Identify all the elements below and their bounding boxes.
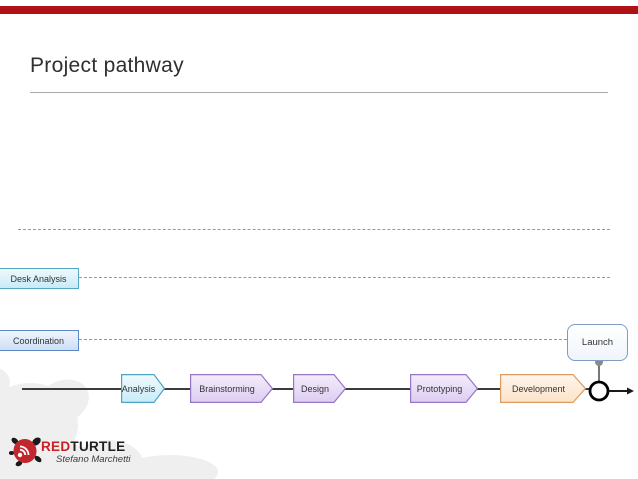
launch-milestone: Launch (567, 324, 628, 361)
launch-connector-line (598, 364, 600, 382)
top-accent-bar (0, 6, 638, 14)
lane-line-desk-analysis (79, 277, 610, 278)
launch-label: Launch (581, 337, 614, 348)
desk-analysis-label: Desk Analysis (10, 273, 67, 284)
stage-prototyping-label: Prototyping (416, 383, 463, 394)
stage-prototyping: Prototyping (410, 374, 478, 403)
stage-prototyping-shape (410, 374, 478, 403)
stage-development-shape (500, 374, 586, 403)
milestone-circle (588, 380, 634, 402)
title-divider (30, 92, 608, 93)
redturtle-logo-icon (9, 437, 42, 467)
stage-analysis-label: Analysis (121, 383, 156, 394)
lane-divider-top (18, 229, 610, 230)
stage-brainstorming-shape (190, 374, 273, 403)
redturtle-wordmark: REDTURTLE (41, 439, 125, 454)
brand-red-text: RED (41, 439, 71, 454)
stage-brainstorming: Brainstorming (190, 374, 273, 403)
lane-line-coordination (79, 339, 567, 340)
stage-analysis-shape (121, 374, 165, 403)
author-name: Stefano Marchetti (56, 454, 131, 465)
page-title: Project pathway (30, 54, 184, 77)
stage-development-label: Development (511, 383, 566, 394)
stage-design-label: Design (300, 383, 329, 394)
stage-design-shape (293, 374, 346, 403)
launch-connector-dot (595, 358, 603, 366)
lane-label-desk-analysis: Desk Analysis (0, 268, 79, 289)
stage-development: Development (500, 374, 586, 403)
lane-label-coordination: Coordination (0, 330, 79, 351)
stage-design: Design (293, 374, 346, 403)
stage-brainstorming-label: Brainstorming (199, 383, 255, 394)
coordination-label: Coordination (12, 335, 65, 346)
brand-turtle-text: TURTLE (70, 439, 126, 454)
stage-analysis: Analysis (121, 374, 165, 403)
